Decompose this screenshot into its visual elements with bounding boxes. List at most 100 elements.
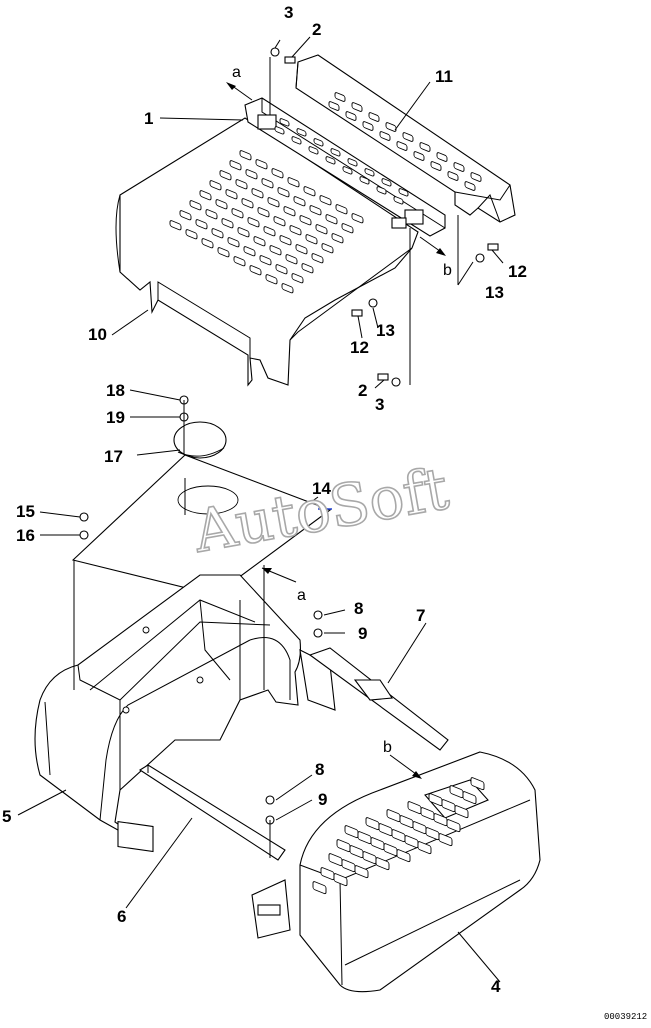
grille-slot: [341, 223, 354, 234]
grille-slot: [261, 178, 274, 189]
grille-slot: [333, 873, 348, 887]
ref-a-bottom: a: [297, 587, 306, 604]
callout-1: 1: [144, 109, 153, 128]
reference-labels: a b a b: [232, 64, 452, 756]
grille-slot: [303, 186, 316, 197]
grille-slot: [301, 263, 314, 274]
grille-slot: [289, 225, 302, 236]
grille-slot: [215, 199, 228, 210]
grille-slot: [219, 170, 232, 181]
callout-8-upper: 8: [354, 599, 363, 618]
grille-slot: [351, 102, 363, 112]
grille-slot: [328, 101, 340, 111]
callout-3-top: 3: [284, 3, 293, 22]
grille-slot: [362, 121, 374, 131]
part-7-rail: [308, 647, 449, 751]
grille-slot: [438, 833, 453, 847]
grille-slot: [245, 169, 258, 180]
grille-slot: [287, 177, 300, 188]
grille-slot: [308, 146, 319, 155]
grille-slot: [205, 209, 218, 220]
grille-slot: [364, 168, 375, 177]
hood-grille-slots: [169, 150, 364, 294]
callout-19: 19: [106, 408, 125, 427]
grille-slot: [263, 226, 276, 237]
grille-slot: [189, 200, 202, 211]
grille-slot: [209, 180, 222, 191]
grille-slot: [291, 273, 304, 284]
drawing-number: 00039212: [604, 1012, 647, 1022]
grille-slot: [241, 198, 254, 209]
grille-slot: [271, 168, 284, 179]
grille-slot: [243, 246, 256, 257]
grille-slot: [169, 220, 182, 231]
grille-slot: [255, 159, 268, 170]
callout-12-left: 12: [350, 338, 369, 357]
callout-4: 4: [491, 977, 501, 996]
grille-slot: [199, 190, 212, 201]
callout-8-lower: 8: [315, 760, 324, 779]
callout-11: 11: [435, 67, 453, 86]
grille-slot: [396, 141, 408, 151]
grille-slot: [347, 158, 358, 167]
grille-slot: [249, 265, 262, 276]
grille-slot: [279, 118, 290, 127]
grille-slot: [201, 238, 214, 249]
grille-slot: [368, 112, 380, 122]
grille-slot: [227, 237, 240, 248]
grille-slot: [354, 865, 369, 879]
grille-slot: [376, 186, 387, 195]
grille-slot: [313, 138, 324, 147]
grille-slot: [417, 841, 432, 855]
grille-slot: [396, 849, 411, 863]
grille-slot: [195, 219, 208, 230]
grille-slot: [277, 187, 290, 198]
grille-slot: [375, 857, 390, 871]
grille-slot: [454, 805, 469, 819]
part-17-round-cover: [173, 421, 227, 459]
grille-slot: [239, 150, 252, 161]
callout-17: 17: [104, 447, 123, 466]
grille-slot: [283, 206, 296, 217]
grille-slot: [253, 236, 266, 247]
grille-slot: [319, 195, 332, 206]
grille-slot: [436, 152, 448, 162]
grille-slot: [221, 218, 234, 229]
fasteners: [17, 36, 504, 983]
grille-slot: [235, 179, 248, 190]
grille-slot: [296, 128, 307, 137]
grille-slot: [211, 228, 224, 239]
grille-slot: [299, 215, 312, 226]
grille-slot: [179, 210, 192, 221]
grille-slot: [413, 151, 425, 161]
grille-slot: [312, 881, 327, 895]
grille-slot: [293, 196, 306, 207]
grille-slot: [185, 229, 198, 240]
grille-slot: [419, 142, 431, 152]
grille-slot: [402, 132, 414, 142]
grille-slot: [470, 172, 482, 182]
part-14-plate: [71, 454, 332, 596]
callout-12-right: 12: [508, 262, 527, 281]
grille-slot: [430, 161, 442, 171]
grille-slot: [311, 253, 324, 264]
grille-slot: [275, 264, 288, 275]
part-11-cover: [295, 54, 516, 223]
grille-slot: [393, 196, 404, 205]
callout-18: 18: [106, 381, 125, 400]
grille-slot: [325, 214, 338, 225]
grille-slot: [331, 233, 344, 244]
grille-slot: [259, 255, 272, 266]
callout-15: 15: [16, 502, 35, 521]
grille-slot: [295, 244, 308, 255]
callout-9-lower: 9: [318, 790, 327, 809]
grille-slot: [351, 213, 364, 224]
grille-slot: [359, 176, 370, 185]
grille-slot: [379, 131, 391, 141]
callout-5: 5: [2, 807, 11, 826]
rear-hood-slots: [312, 777, 485, 895]
grille-slot: [269, 245, 282, 256]
part-1-rail: [244, 97, 446, 237]
part-5-frame: [34, 574, 336, 853]
callout-16: 16: [16, 526, 35, 545]
